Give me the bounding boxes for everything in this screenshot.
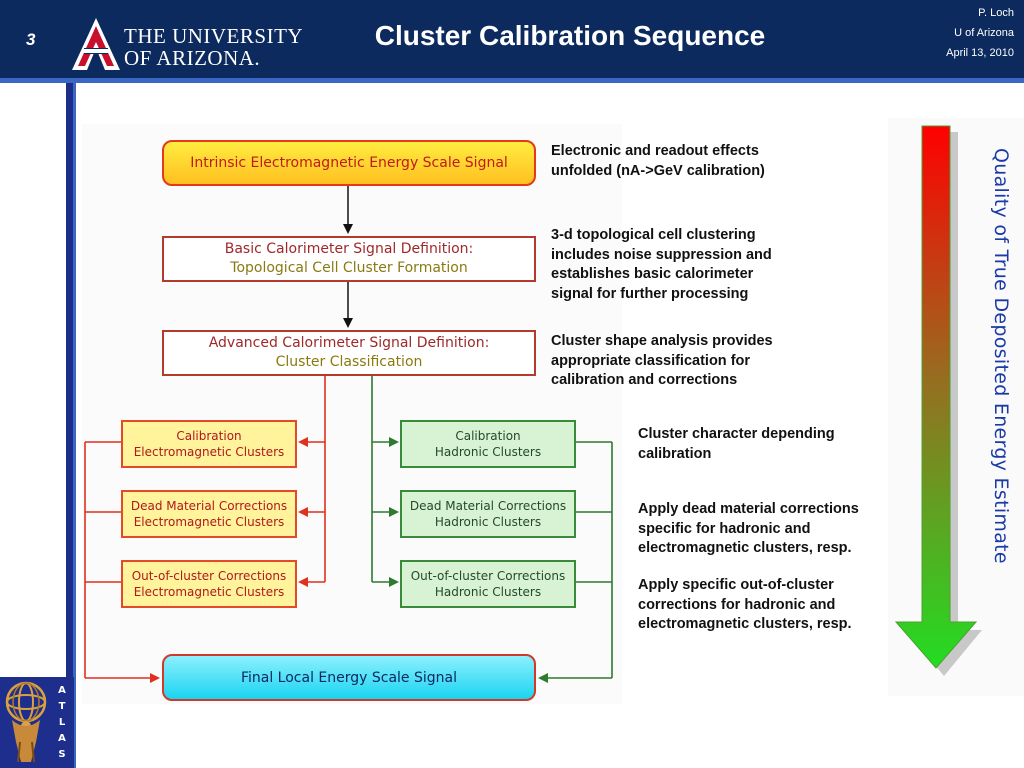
quality-arrow-label: Quality of True Deposited Energy Estimat… — [990, 148, 1012, 564]
author: P. Loch — [978, 7, 1014, 19]
atlas-letter: S — [58, 749, 66, 760]
description-line: calibration and corrections — [551, 372, 738, 388]
university-name-line2: OF ARIZONA. — [124, 46, 261, 70]
atlas-letter: A — [58, 733, 66, 744]
description-line: 3-d topological cell clustering — [551, 227, 756, 243]
atlas-globe-icon — [5, 681, 47, 763]
atlas-logo: A T L A S — [0, 677, 74, 768]
description-line: Apply dead material corrections — [638, 501, 859, 517]
final-local-scale-label: Final Local Energy Scale Signal — [240, 669, 458, 686]
final-local-scale-box: Final Local Energy Scale Signal — [162, 654, 536, 701]
description-classification: Cluster shape analysis provides appropri… — [551, 332, 773, 391]
description-line: includes noise suppression and — [551, 246, 772, 263]
advanced-signal-definition-box: Advanced Calorimeter Signal Definition: … — [162, 330, 536, 376]
had-calibration-box: Calibration Hadronic Clusters — [400, 420, 576, 468]
description-dead-material: Apply dead material corrections specific… — [638, 500, 859, 559]
advanced-signal-subtitle: Cluster Classification — [275, 354, 423, 370]
em-dead-material-line1: Dead Material Corrections — [130, 499, 288, 513]
had-out-of-cluster-line2: Hadronic Clusters — [434, 585, 542, 599]
had-out-of-cluster-line1: Out-of-cluster Corrections — [410, 569, 566, 583]
page-title: Cluster Calibration Sequence — [374, 20, 766, 51]
em-dead-material-line2: Electromagnetic Clusters — [133, 515, 285, 529]
atlas-letter: A — [58, 685, 66, 696]
university-a-logo-icon — [72, 18, 120, 70]
quality-gradient-arrow-icon — [894, 125, 982, 676]
intrinsic-em-scale-box: Intrinsic Electromagnetic Energy Scale S… — [162, 140, 536, 186]
had-dead-material-line1: Dead Material Corrections — [409, 499, 567, 513]
description-out-of-cluster: Apply specific out-of-cluster correction… — [638, 576, 852, 635]
basic-signal-title: Basic Calorimeter Signal Definition: — [224, 241, 474, 257]
description-line: electromagnetic clusters, resp. — [638, 616, 852, 632]
description-line: Cluster character depending — [638, 426, 835, 442]
description-readout: Electronic and readout effects unfolded … — [551, 142, 765, 181]
description-line: electromagnetic clusters, resp. — [638, 540, 852, 556]
basic-signal-definition-box: Basic Calorimeter Signal Definition: Top… — [162, 236, 536, 282]
left-sidebar-accent — [73, 83, 76, 768]
atlas-letters: A T L A S — [55, 683, 69, 763]
description-line: calibration — [638, 445, 712, 462]
em-out-of-cluster-line2: Electromagnetic Clusters — [133, 585, 285, 599]
em-out-of-cluster-line1: Out-of-cluster Corrections — [131, 569, 287, 583]
description-line: Cluster shape analysis provides — [551, 333, 773, 349]
description-line: establishes basic calorimeter — [551, 266, 754, 282]
affiliation: U of Arizona — [954, 27, 1014, 39]
had-dead-material-box: Dead Material Corrections Hadronic Clust… — [400, 490, 576, 538]
em-calibration-line1: Calibration — [176, 429, 242, 443]
quality-arrow-label-container: Quality of True Deposited Energy Estimat… — [962, 148, 1024, 648]
had-out-of-cluster-box: Out-of-cluster Corrections Hadronic Clus… — [400, 560, 576, 608]
atlas-letter: L — [58, 717, 66, 728]
em-out-of-cluster-box: Out-of-cluster Corrections Electromagnet… — [121, 560, 297, 608]
had-dead-material-line2: Hadronic Clusters — [434, 515, 542, 529]
header-accent-line — [0, 78, 1024, 83]
description-clustering: 3-d topological cell clustering includes… — [551, 226, 772, 304]
description-line: specific for hadronic and — [638, 520, 811, 537]
date: April 13, 2010 — [946, 47, 1014, 59]
basic-signal-subtitle: Topological Cell Cluster Formation — [230, 260, 468, 276]
advanced-signal-title: Advanced Calorimeter Signal Definition: — [208, 335, 490, 351]
description-line: corrections for hadronic and — [638, 596, 836, 613]
description-line: Electronic and readout effects — [551, 143, 759, 159]
slide-header — [0, 0, 1024, 78]
had-calibration-line1: Calibration — [455, 429, 521, 443]
intrinsic-em-scale-label: Intrinsic Electromagnetic Energy Scale S… — [190, 155, 508, 171]
had-calibration-line2: Hadronic Clusters — [434, 445, 542, 459]
description-line: Apply specific out-of-cluster — [638, 577, 834, 593]
em-calibration-line2: Electromagnetic Clusters — [133, 445, 285, 459]
left-sidebar-bar — [66, 83, 73, 768]
em-calibration-box: Calibration Electromagnetic Clusters — [121, 420, 297, 468]
slide-number: 3 — [26, 30, 36, 49]
university-name-line1: THE UNIVERSITY — [124, 24, 304, 48]
description-line: signal for further processing — [551, 285, 749, 302]
description-line: unfolded (nA->GeV calibration) — [551, 162, 765, 179]
description-line: appropriate classification for — [551, 352, 751, 369]
em-dead-material-box: Dead Material Corrections Electromagneti… — [121, 490, 297, 538]
atlas-letter: T — [58, 701, 66, 712]
description-cluster-character: Cluster character depending calibration — [638, 425, 835, 464]
